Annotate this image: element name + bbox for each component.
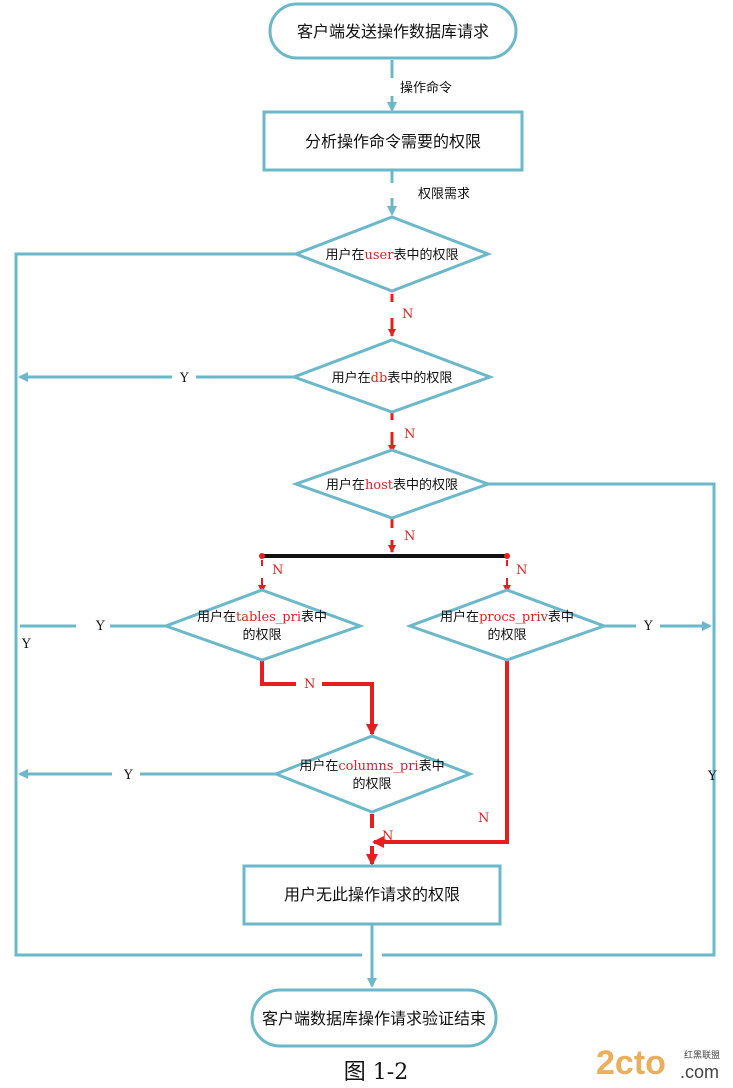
fork-left-dot — [259, 553, 265, 559]
procs-decision-label: 用户在procs_priv表中 — [440, 609, 574, 625]
procs-decision — [405, 588, 609, 662]
start-label: 客户端发送操作数据库请求 — [297, 22, 489, 41]
edge-label-y-db: Y — [179, 371, 189, 386]
edge-label-y-procs: Y — [643, 619, 653, 634]
procs-decision-label-2: 的权限 — [487, 627, 526, 643]
db-decision — [289, 338, 495, 414]
edge-label-op-cmd: 操作命令 — [400, 80, 452, 96]
analyze-label: 分析操作命令需要的权限 — [305, 132, 481, 151]
deny-node — [242, 864, 502, 926]
edge-label-n2: N — [404, 427, 415, 442]
svg-text:2cto: 2cto — [596, 1044, 666, 1082]
fork-right-dot — [504, 553, 510, 559]
edge-label-n5: N — [516, 563, 527, 578]
watermark-logo: 2cto 红黑联盟 .com — [596, 1044, 720, 1082]
edge-label-y-right: Y — [707, 769, 717, 784]
edge-label-n3: N — [404, 529, 415, 544]
host-decision-label: 用户在host表中的权限 — [326, 477, 458, 493]
teal-connectors — [14, 60, 716, 988]
end-node — [250, 988, 498, 1048]
edge-label-priv-need: 权限需求 — [418, 186, 470, 202]
edge-label-y-tables: Y — [95, 619, 105, 634]
edge-label-n8: N — [382, 829, 393, 844]
figure-caption: 图 1-2 — [344, 1060, 408, 1085]
start-node — [268, 2, 518, 60]
analyze-node — [262, 110, 524, 172]
columns-decision — [271, 734, 475, 814]
tables-decision-label-2: 的权限 — [242, 627, 281, 643]
edge-label-y-left: Y — [21, 637, 31, 652]
user-decision-label: 用户在user表中的权限 — [326, 247, 459, 263]
columns-decision-label-2: 的权限 — [352, 776, 391, 792]
edge-label-y-columns: Y — [123, 768, 133, 783]
deny-label: 用户无此操作请求的权限 — [284, 885, 460, 904]
edge-label-n1: N — [402, 307, 413, 322]
columns-decision-label: 用户在columns_pri表中 — [299, 758, 444, 774]
svg-text:红黑联盟: 红黑联盟 — [684, 1049, 720, 1060]
host-decision — [291, 448, 493, 520]
end-label: 客户端数据库操作请求验证结束 — [262, 1009, 486, 1028]
tables-decision-label: 用户在tables_pri表中 — [197, 609, 327, 625]
user-decision — [291, 215, 493, 293]
edge-label-n4: N — [272, 563, 283, 578]
svg-text:.com: .com — [680, 1062, 719, 1082]
tables-decision — [161, 588, 365, 662]
edge-label-n6: N — [304, 677, 315, 692]
edge-label-n7: N — [478, 811, 489, 826]
db-decision-label: 用户在db表中的权限 — [332, 370, 453, 386]
